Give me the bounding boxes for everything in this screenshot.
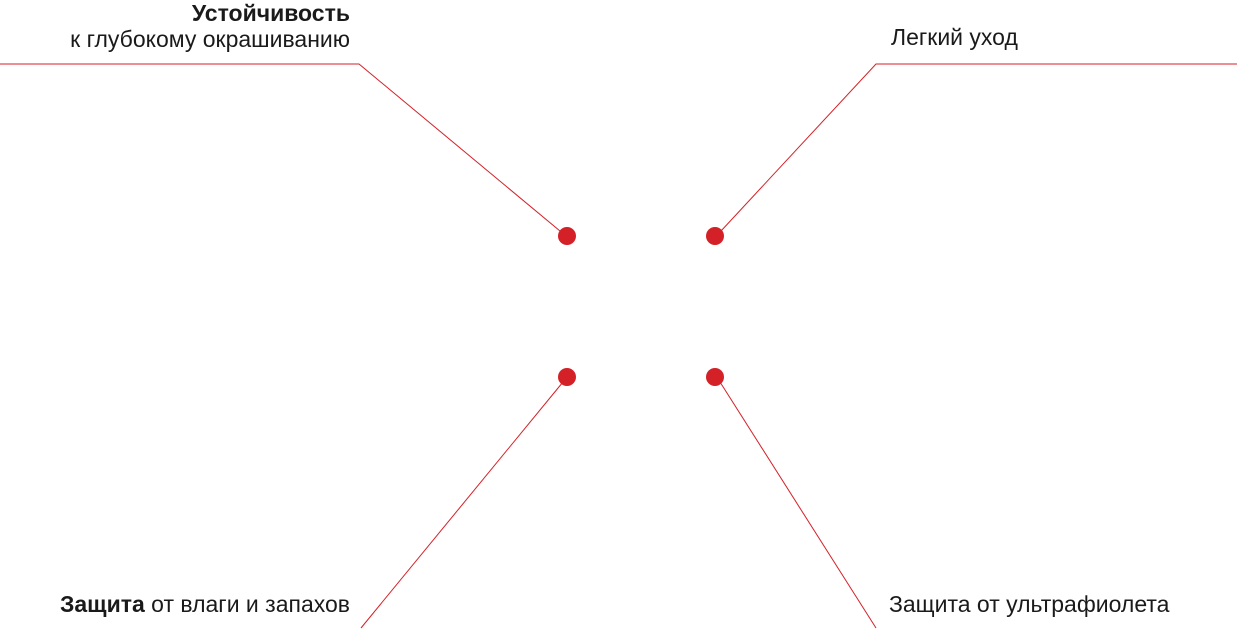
leader-line-top-right (720, 63, 1237, 232)
callout-top-right: Легкий уход (891, 24, 1018, 50)
callout-bottom-right: Защита от ультрафиолета (889, 591, 1169, 617)
callout-bottom-left-text: от влаги и запахов (144, 591, 350, 617)
hotspot-dot-bottom-right[interactable] (706, 368, 724, 386)
callout-top-left: Устойчивость к глубокому окрашиванию (70, 0, 350, 52)
leader-line-bottom-right (719, 381, 877, 629)
callout-top-right-text: Легкий уход (891, 24, 1018, 50)
hotspot-dot-top-right[interactable] (706, 227, 724, 245)
callout-bottom-left: Защита от влаги и запахов (60, 591, 350, 617)
leader-line-bottom-left (360, 381, 564, 629)
callout-bottom-right-text: Защита от ультрафиолета (889, 591, 1170, 617)
leader-line-top-left (0, 63, 561, 232)
callout-top-left-text: к глубокому окрашиванию (70, 26, 350, 52)
hotspot-dot-bottom-left[interactable] (558, 368, 576, 386)
hotspot-dot-top-left[interactable] (558, 227, 576, 245)
callout-top-left-title: Устойчивость (191, 0, 350, 26)
callout-bottom-left-title: Защита (59, 591, 145, 617)
